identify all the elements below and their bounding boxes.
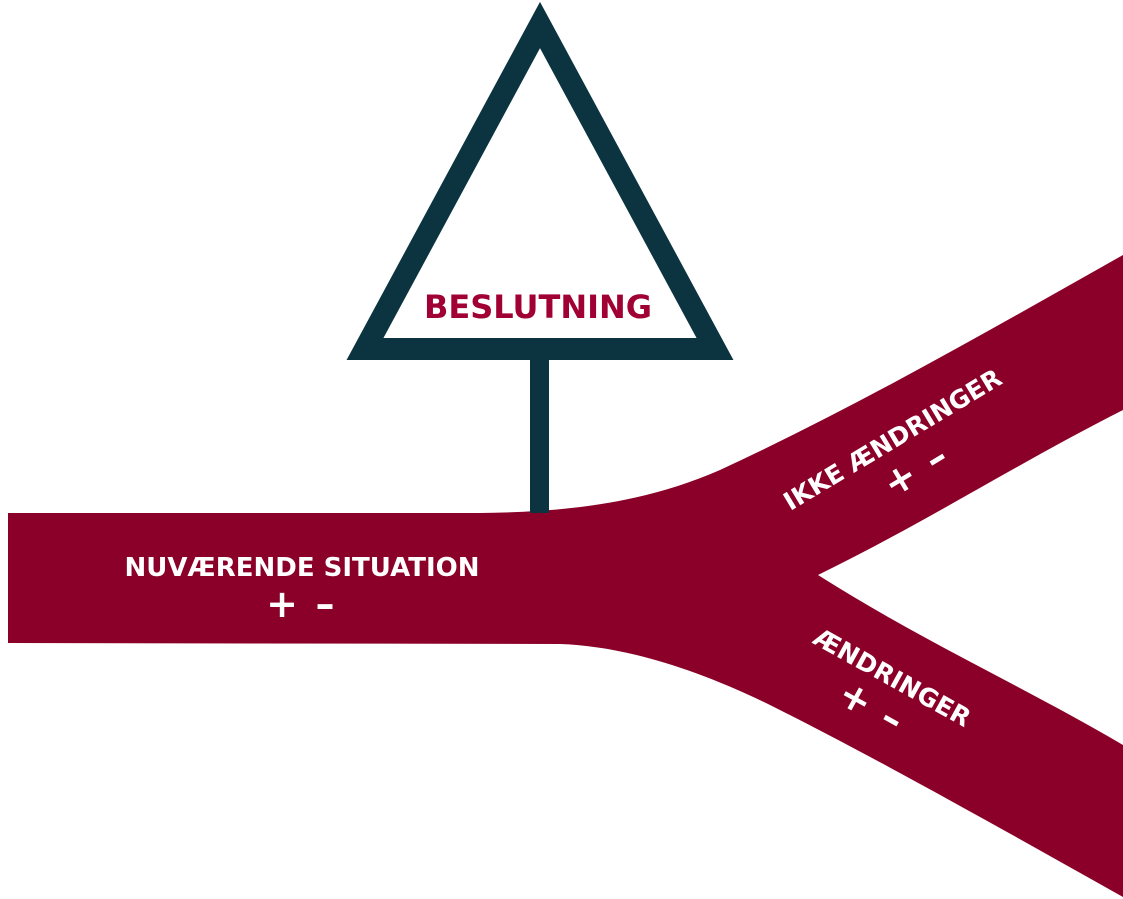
sign-post (530, 348, 549, 513)
sign-label: BESLUTNING (424, 288, 652, 326)
main-road-plus: + (266, 582, 298, 626)
decision-sign-triangle (346, 1, 734, 360)
main-road-label: NUVÆRENDE SITUATION (125, 553, 480, 583)
road-shape (8, 255, 1123, 897)
main-road-minus: – (316, 582, 335, 626)
